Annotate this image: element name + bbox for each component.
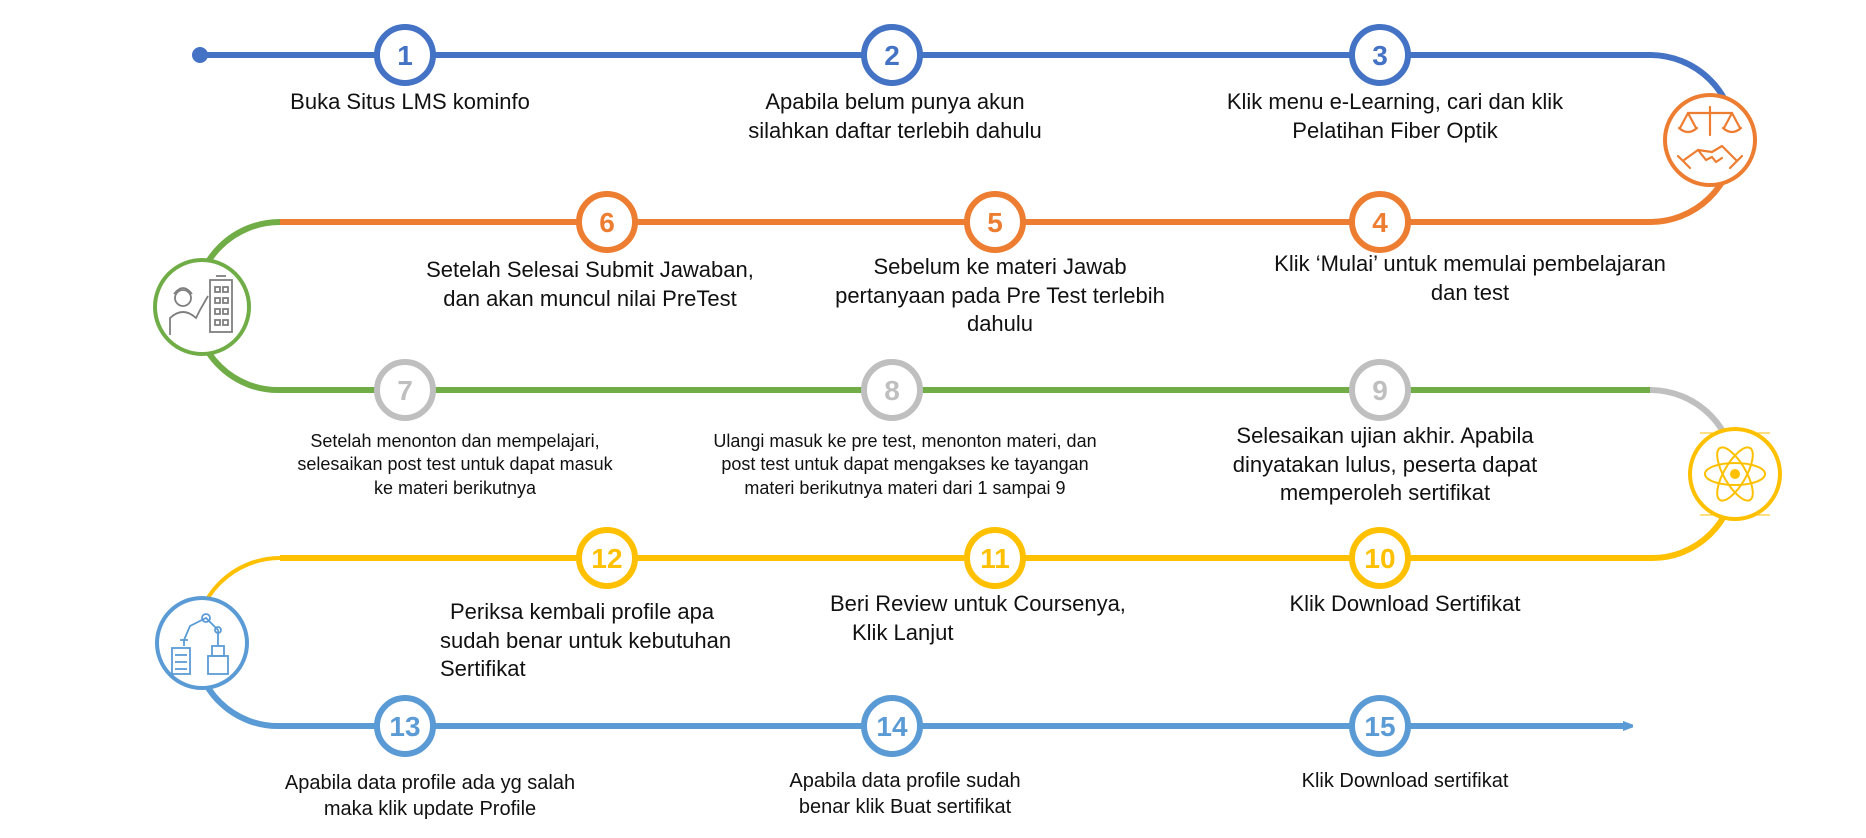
step-13-marker: 13	[374, 695, 436, 757]
step-number: 7	[397, 375, 413, 406]
step-14-marker: 14	[861, 695, 923, 757]
step-12-marker: 12	[576, 527, 638, 589]
step-4-marker: 4	[1349, 191, 1411, 253]
step-3-marker: 3	[1349, 24, 1411, 86]
step-number: 6	[599, 207, 615, 238]
step-number: 2	[884, 40, 900, 71]
step-8-marker: 8	[861, 359, 923, 421]
step-10-marker: 10	[1349, 527, 1411, 589]
step-number: 11	[980, 543, 1010, 574]
step-circle	[1349, 359, 1411, 421]
step-11-label: Beri Review untuk Coursenya,Klik Lanjut	[830, 591, 1126, 645]
step-circle	[861, 695, 923, 757]
step-10-label: Klik Download Sertifikat	[1289, 591, 1521, 616]
step-number: 15	[1364, 711, 1395, 742]
step-circle	[964, 191, 1026, 253]
step-15-marker: 15	[1349, 695, 1411, 757]
step-number: 12	[591, 543, 622, 574]
justice-handshake-icon	[1663, 93, 1757, 187]
engineer-building-icon	[153, 258, 251, 356]
step-circle	[1349, 191, 1411, 253]
step-6-marker: 6	[576, 191, 638, 253]
step-number: 3	[1372, 40, 1388, 71]
step-7-marker: 7	[374, 359, 436, 421]
step-circle	[374, 24, 436, 86]
step-number: 4	[1372, 207, 1388, 238]
step-8-label: Ulangi masuk ke pre test, menonton mater…	[713, 431, 1097, 498]
step-15-label: Klik Download sertifikat	[1301, 770, 1509, 792]
step-circle	[1349, 24, 1411, 86]
step-2-marker: 2	[861, 24, 923, 86]
step-circle	[1349, 527, 1411, 589]
step-number: 9	[1372, 375, 1388, 406]
step-1-label: Buka Situs LMS kominfo	[290, 89, 530, 114]
atom-icon	[1688, 427, 1782, 521]
step-1-marker: 1	[374, 24, 436, 86]
step-circle	[374, 695, 436, 757]
step-11-marker: 11	[964, 527, 1026, 589]
step-circle	[576, 191, 638, 253]
step-number: 10	[1364, 543, 1395, 574]
step-9-marker: 9	[1349, 359, 1411, 421]
step-number: 1	[397, 40, 413, 71]
step-circle	[964, 527, 1026, 589]
step-circle	[1349, 695, 1411, 757]
step-7-label: Setelah menonton dan mempelajari,selesai…	[297, 431, 613, 498]
step-number: 14	[876, 711, 908, 742]
step-6-label: Setelah Selesai Submit Jawaban,dan akan …	[426, 257, 754, 311]
step-circle	[374, 359, 436, 421]
step-5-marker: 5	[964, 191, 1026, 253]
step-circle	[861, 24, 923, 86]
step-number: 5	[987, 207, 1003, 238]
step-circle	[576, 527, 638, 589]
step-number: 13	[389, 711, 420, 742]
step-number: 8	[884, 375, 900, 406]
robotic-arm-icon	[155, 596, 249, 690]
step-circle	[861, 359, 923, 421]
